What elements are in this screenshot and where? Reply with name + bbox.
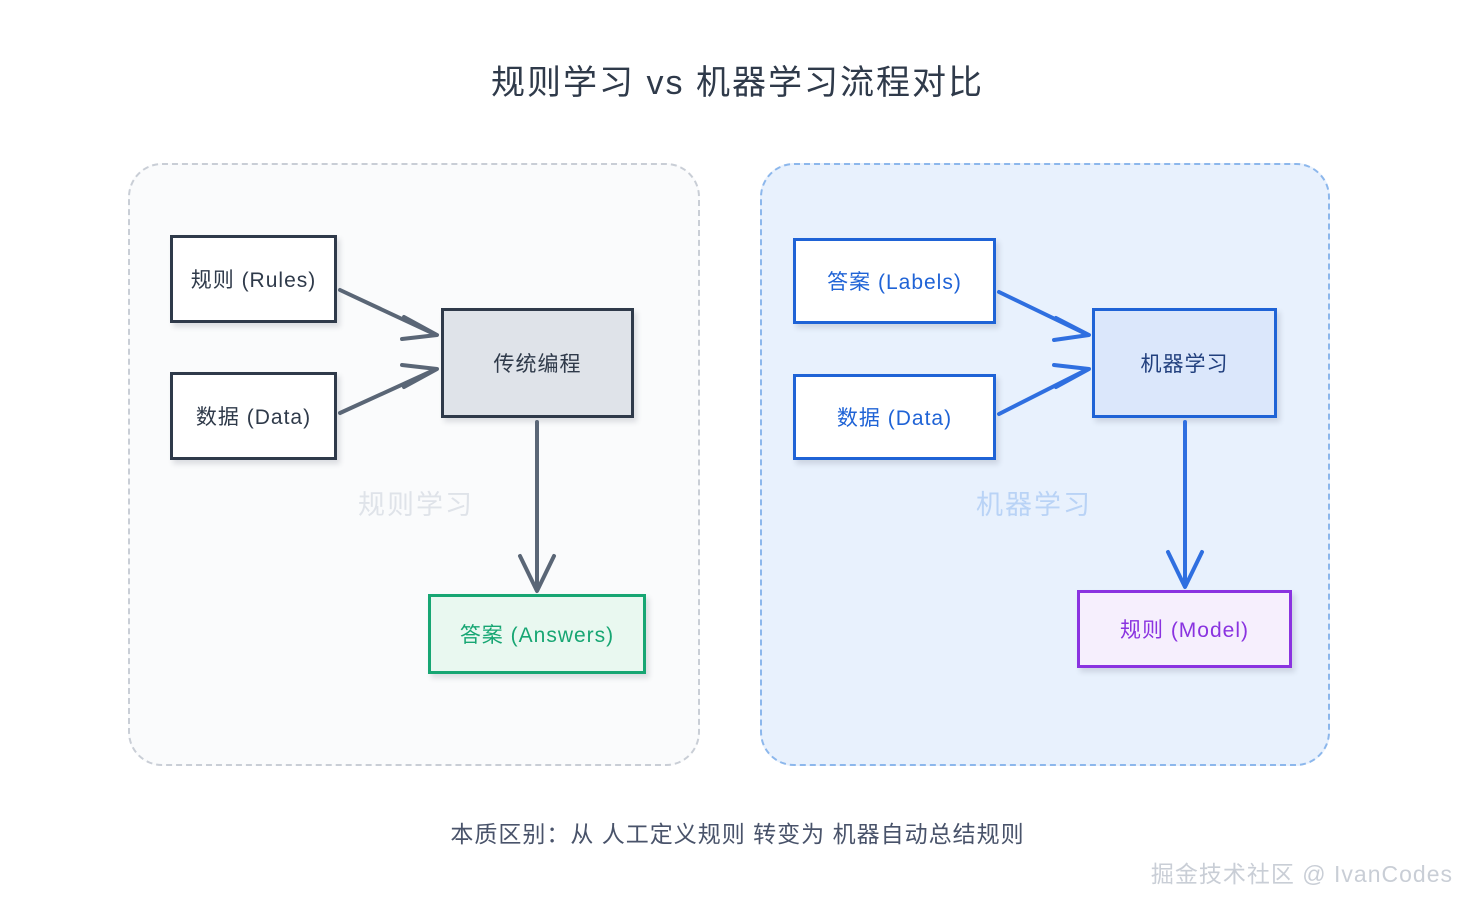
- page-title: 规则学习 vs 机器学习流程对比: [491, 64, 984, 102]
- watermark-credit: 掘金技术社区 @ IvanCodes: [1150, 861, 1453, 887]
- node-data-left[interactable]: 数据 (Data): [170, 372, 337, 460]
- node-model[interactable]: 规则 (Model): [1077, 590, 1292, 668]
- footer-caption: 本质区别：从 人工定义规则 转变为 机器自动总结规则: [450, 821, 1025, 847]
- node-answers[interactable]: 答案 (Answers): [428, 594, 646, 674]
- panel-left-watermark: 规则学习: [358, 490, 474, 520]
- node-labels[interactable]: 答案 (Labels): [793, 238, 996, 324]
- node-data-right[interactable]: 数据 (Data): [793, 374, 996, 460]
- node-traditional-programming[interactable]: 传统编程: [441, 308, 634, 418]
- panel-right-watermark: 机器学习: [976, 490, 1092, 520]
- node-rules[interactable]: 规则 (Rules): [170, 235, 337, 323]
- node-machine-learning[interactable]: 机器学习: [1092, 308, 1277, 418]
